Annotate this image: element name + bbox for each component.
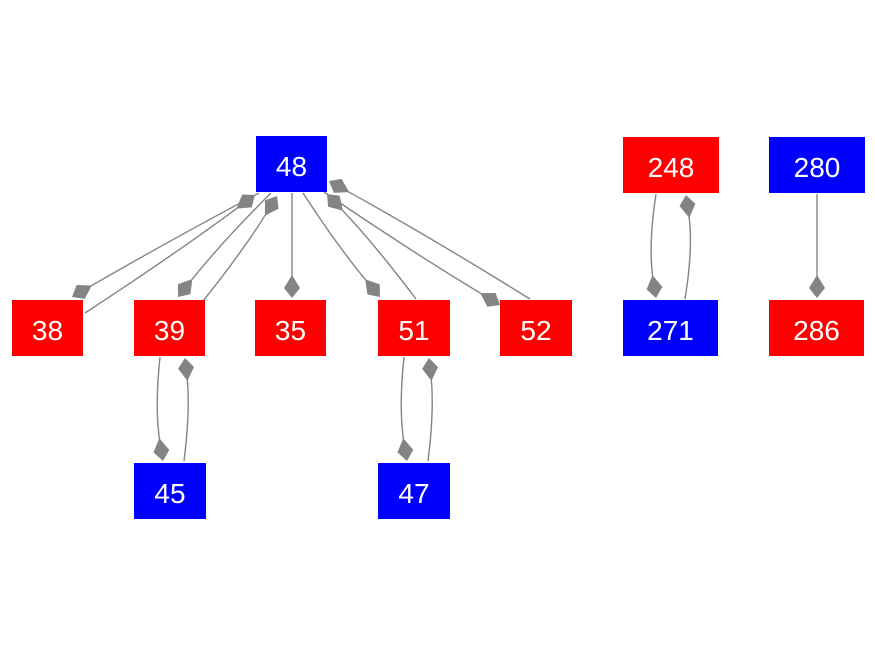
- edge-47-51: [427, 376, 433, 462]
- node-47: 47: [378, 463, 450, 519]
- edge-48-51: [302, 192, 369, 283]
- edge-45-39: [183, 376, 189, 462]
- node-label-39: 39: [153, 315, 186, 346]
- edge-52-48: [345, 189, 531, 300]
- arrowhead-icon-38-48: [236, 194, 255, 209]
- edge-39-45: [156, 356, 161, 443]
- edge-48-52: [323, 191, 485, 296]
- node-label-38: 38: [31, 315, 64, 346]
- node-label-47: 47: [398, 478, 430, 509]
- arrowhead-icon-280-286: [809, 275, 825, 298]
- arrowhead-icon-45-39: [178, 358, 195, 381]
- arrowhead-icon-48-35: [284, 275, 300, 298]
- node-label-45: 45: [154, 478, 186, 509]
- node-label-52: 52: [520, 315, 552, 346]
- arrowhead-icon-39-48: [264, 196, 279, 216]
- edge-51-48: [339, 207, 417, 300]
- node-280: 280: [769, 137, 865, 193]
- node-248: 248: [623, 137, 719, 193]
- node-286: 286: [769, 300, 864, 356]
- node-label-248: 248: [647, 152, 695, 183]
- node-label-51: 51: [398, 315, 430, 346]
- node-39: 39: [134, 300, 205, 356]
- node-45: 45: [134, 463, 206, 519]
- arrowhead-icon-271-248: [679, 195, 696, 218]
- node-label-286: 286: [793, 315, 840, 346]
- arrowhead-icon-51-47: [397, 438, 414, 461]
- edge-48-39: [189, 192, 272, 283]
- node-52: 52: [500, 300, 572, 356]
- node-label-280: 280: [793, 152, 841, 183]
- arrowhead-icon-48-51: [365, 279, 380, 297]
- arrowhead-icon-48-38: [72, 285, 92, 299]
- node-38: 38: [12, 300, 83, 356]
- arrowhead-icon-52-48: [329, 178, 350, 193]
- edge-248-271: [650, 193, 657, 280]
- node-label-35: 35: [274, 315, 307, 346]
- arrowhead-icon-51-48: [327, 194, 343, 211]
- node-48: 48: [256, 136, 327, 192]
- arrowhead-icon-48-52: [480, 292, 500, 307]
- edge-51-47: [400, 356, 405, 443]
- node-label-271: 271: [647, 315, 694, 346]
- arrowhead-icon-48-39: [177, 279, 193, 297]
- edge-271-248: [684, 213, 692, 300]
- arrowhead-icon-39-45: [153, 438, 170, 461]
- edge-39-48: [202, 211, 268, 302]
- edge-48-38: [88, 192, 260, 289]
- node-271: 271: [623, 300, 718, 356]
- node-51: 51: [378, 300, 450, 356]
- arrowhead-icon-47-51: [422, 358, 439, 381]
- arrowhead-icon-248-271: [646, 275, 663, 298]
- node-35: 35: [255, 300, 326, 356]
- edge-38-48: [84, 205, 241, 314]
- node-label-48: 48: [275, 151, 308, 182]
